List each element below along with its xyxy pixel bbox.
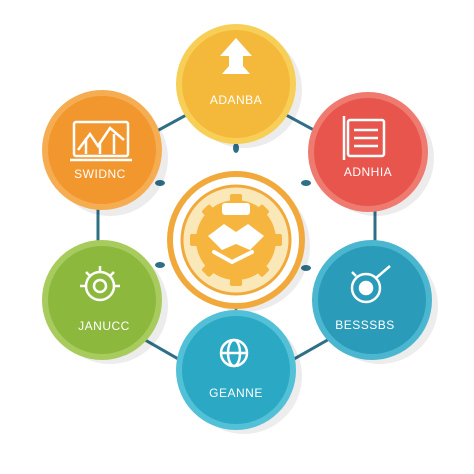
node-label: ADNHIA: [344, 165, 392, 179]
globe-icon: [219, 338, 249, 368]
node-top-left: SWIDNC: [42, 90, 162, 210]
gear-target-icon: [80, 266, 120, 302]
node-label: SWIDNC: [74, 167, 126, 181]
node-top-right: ADNHIA: [308, 92, 428, 212]
node-label: JANUCC: [78, 319, 130, 333]
target-search-icon: [350, 265, 391, 304]
node-bottom-right: BESSSBS: [312, 240, 432, 360]
node-bottom-left: JANUCC: [42, 240, 162, 360]
node-label: BESSSBS: [335, 318, 395, 332]
connector-dots: [155, 143, 311, 310]
node-bottom: GEANNE: [176, 310, 296, 430]
node-label: GEANNE: [209, 386, 263, 400]
node-top: ADANBA: [176, 24, 296, 144]
node-label: ADANBA: [210, 93, 262, 107]
clipboard-icon: [342, 116, 386, 160]
arrow-up-icon: [220, 38, 252, 74]
handshake-gear-icon: [190, 194, 282, 286]
bar-chart-board-icon: [70, 120, 132, 162]
hub-node: [167, 171, 305, 309]
